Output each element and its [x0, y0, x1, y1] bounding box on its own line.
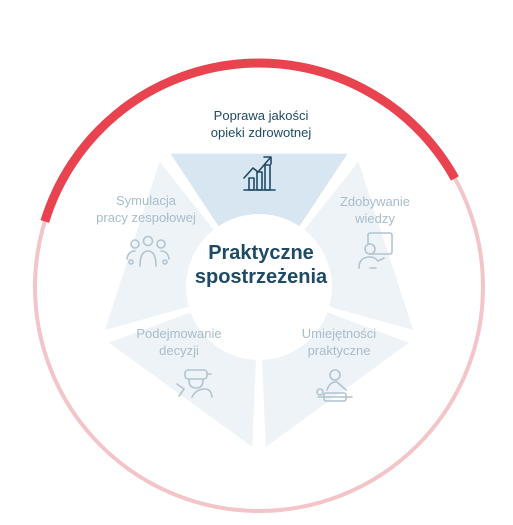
vr-headset-icon	[176, 369, 213, 398]
patient-care-icon	[316, 369, 353, 402]
team-group-icon	[126, 235, 170, 267]
presenter-board-icon	[358, 232, 393, 269]
progress-arc	[40, 58, 459, 223]
center-circle	[186, 214, 332, 360]
bar-chart-growth-icon	[243, 156, 276, 191]
